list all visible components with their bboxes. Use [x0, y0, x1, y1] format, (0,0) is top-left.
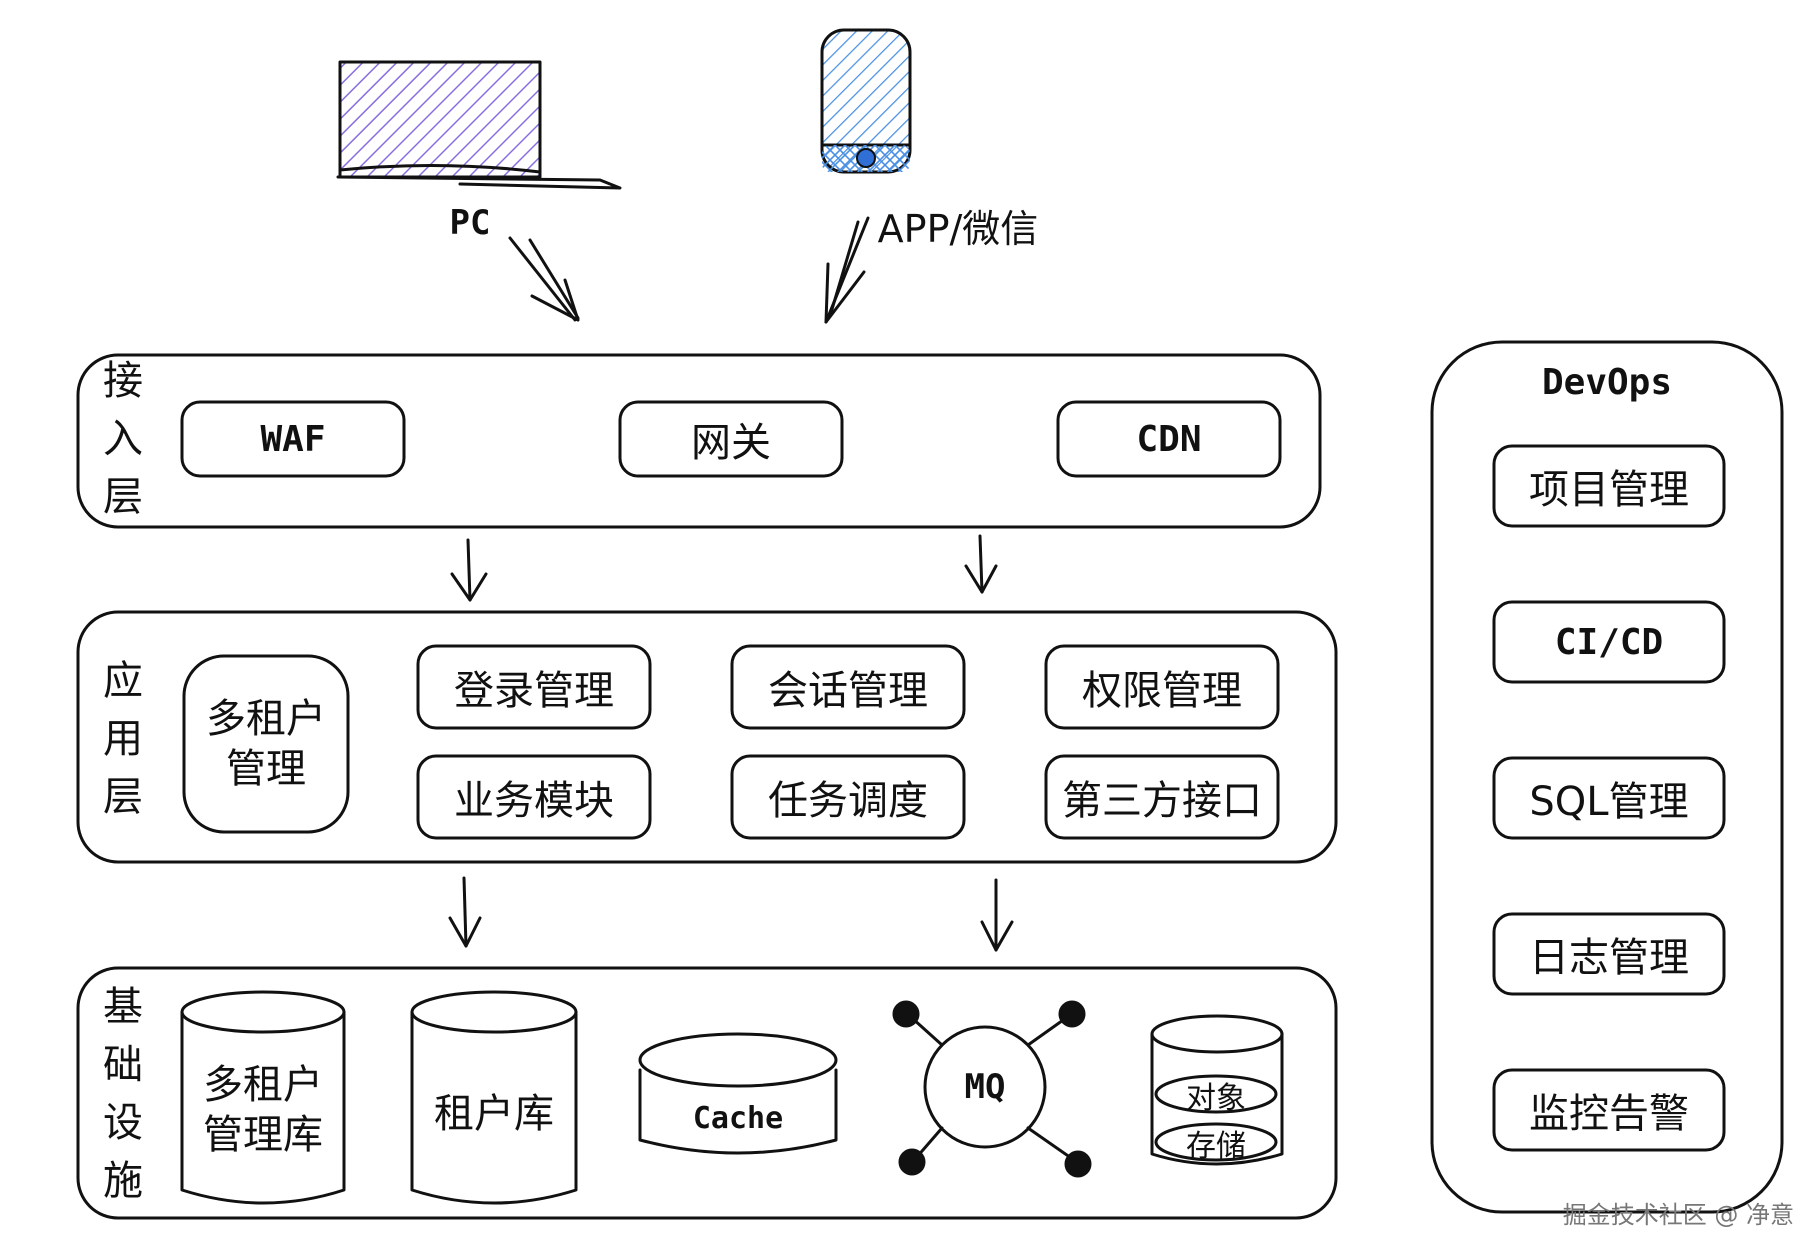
- access-layer-title: 接 入 层: [103, 358, 143, 520]
- tenant-store-label: 租户库: [434, 1091, 554, 1137]
- object-storage-label-top: 对象: [1186, 1081, 1246, 1116]
- app-label: APP/微信: [877, 206, 1039, 251]
- watermark: 掘金技术社区 @ 净意: [1562, 1201, 1794, 1229]
- devops-item-project-mgmt: 项目管理: [1529, 467, 1689, 513]
- gateway-label: 网关: [691, 420, 771, 466]
- third-party-api-box: [1044, 754, 1280, 840]
- arrow-app-to-infra-right: [980, 878, 1014, 952]
- devops-item-cicd: CI/CD: [1554, 621, 1664, 663]
- object-storage-cylinder: [1150, 1014, 1284, 1166]
- permission-mgmt-box: [1044, 644, 1280, 730]
- cdn-label: CDN: [1136, 418, 1202, 460]
- cache-cylinder: [638, 1032, 838, 1155]
- application-layer-container: [76, 610, 1338, 864]
- devops-item-sql-mgmt: SQL管理: [1529, 779, 1689, 825]
- arrow-pc-to-access: [508, 236, 580, 322]
- devops-item-box-1: [1492, 444, 1726, 528]
- waf-box: [180, 400, 406, 478]
- third-party-api-label: 第三方接口: [1062, 778, 1262, 824]
- arrow-app-to-access: [824, 216, 870, 324]
- devops-item-log-mgmt: 日志管理: [1529, 935, 1689, 981]
- devops-container: [1430, 340, 1784, 1214]
- devops-item-box-5: [1492, 1068, 1726, 1152]
- cache-label: Cache: [692, 1100, 784, 1136]
- devops-item-box-4: [1492, 912, 1726, 996]
- object-storage-label-bottom: 存储: [1186, 1129, 1246, 1164]
- infrastructure-layer-title: 基 础 设 施: [103, 984, 143, 1204]
- arrow-access-to-app-right: [964, 534, 998, 594]
- tenant-mgmt-box: [182, 654, 350, 834]
- permission-mgmt-label: 权限管理: [1082, 668, 1242, 714]
- waf-label: WAF: [260, 418, 326, 460]
- phone-icon: [820, 28, 912, 174]
- cdn-box: [1056, 400, 1282, 478]
- business-module-label: 业务模块: [454, 778, 614, 824]
- tenant-store-cylinder: [410, 990, 578, 1205]
- business-module-box: [416, 754, 652, 840]
- arrow-app-to-infra-left: [448, 876, 482, 948]
- infrastructure-layer-container: [76, 966, 1338, 1220]
- tenant-db-cylinder: [180, 990, 346, 1205]
- application-layer-title: 应 用 层: [103, 658, 143, 820]
- devops-title: DevOps: [1541, 361, 1673, 403]
- session-mgmt-box: [730, 644, 966, 730]
- login-mgmt-box: [416, 644, 652, 730]
- laptop-icon: [336, 60, 622, 190]
- task-schedule-box: [730, 754, 966, 840]
- gateway-box: [618, 400, 844, 478]
- devops-item-monitoring: 监控告警: [1529, 1091, 1689, 1137]
- tenant-mgmt-label: 多租户 管理: [206, 696, 326, 792]
- mq-label: MQ: [964, 1067, 1006, 1107]
- devops-item-box-3: [1492, 756, 1726, 840]
- mq-node: [892, 1000, 1092, 1178]
- tenant-db-label: 多租户 管理库: [203, 1062, 323, 1158]
- task-schedule-label: 任务调度: [768, 778, 928, 824]
- session-mgmt-label: 会话管理: [768, 668, 928, 714]
- devops-item-box-2: [1492, 600, 1726, 684]
- pc-label: PC: [449, 203, 491, 243]
- access-layer-container: [76, 353, 1322, 529]
- arrow-access-to-app-left: [450, 538, 488, 602]
- login-mgmt-label: 登录管理: [454, 668, 614, 714]
